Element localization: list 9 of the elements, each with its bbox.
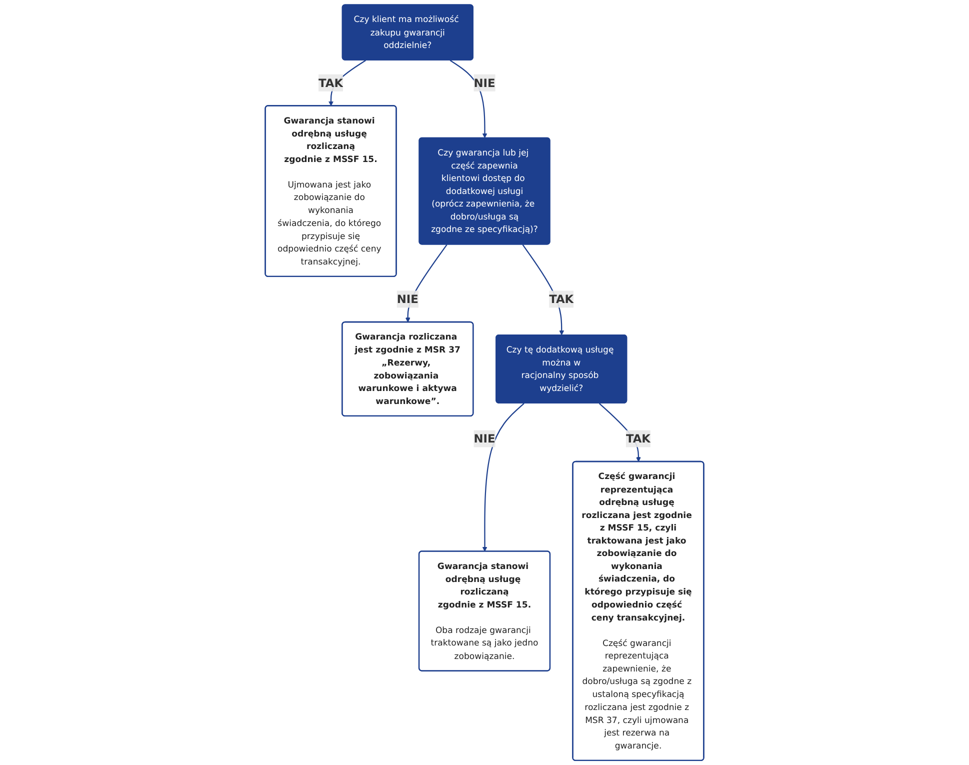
edge-label: TAK xyxy=(318,76,344,90)
arrow xyxy=(405,244,448,323)
edge-label: TAK xyxy=(626,432,651,446)
edge-label: NIE xyxy=(474,76,496,90)
arrow xyxy=(482,403,524,552)
edge-label: NIE xyxy=(474,432,496,446)
arrow xyxy=(450,60,488,138)
edge-label: TAK xyxy=(549,292,574,306)
edge-label: NIE xyxy=(396,292,418,306)
